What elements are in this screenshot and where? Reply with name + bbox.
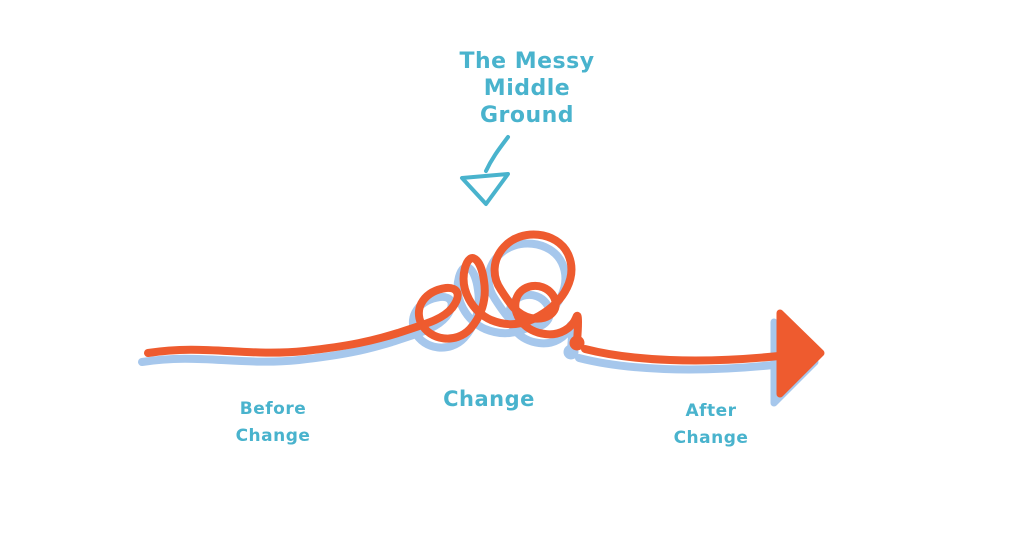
label-before-change: Before Change (235, 399, 311, 446)
line-end-dot-shadow (563, 344, 579, 360)
diagram-title: The Messy Middle Ground (459, 49, 595, 128)
down-arrow-icon (460, 135, 510, 206)
tangle-scribble (144, 230, 582, 357)
after-line (581, 345, 783, 365)
arrowhead (776, 309, 825, 398)
after-line-shadow (575, 354, 777, 374)
down-arrow-stem (484, 135, 510, 173)
down-arrow-head (460, 172, 510, 206)
label-change: Change (443, 387, 535, 411)
change-journey-line (144, 230, 825, 398)
label-after-change: After Change (673, 401, 749, 448)
line-end-dot (569, 335, 585, 351)
